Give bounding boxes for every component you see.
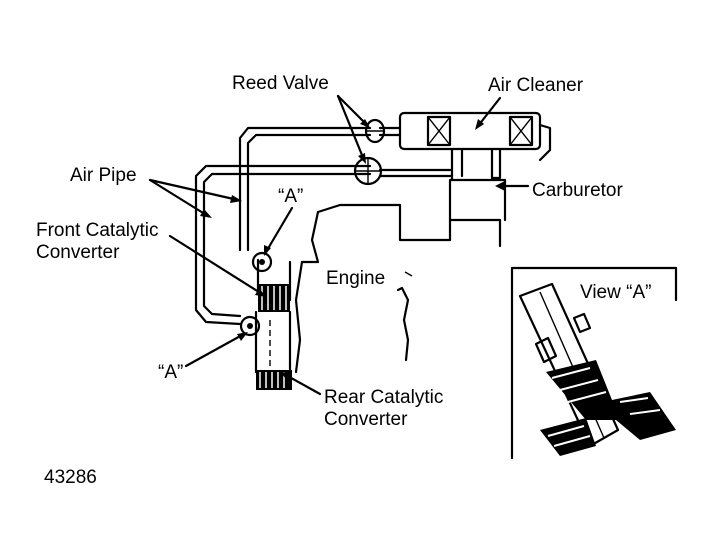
air-cleaner-assembly [398, 111, 552, 222]
rear-catalytic-label-line1: Rear Catalytic [324, 387, 443, 408]
engine-label: Engine [326, 268, 385, 289]
front-catalytic-converter [258, 284, 290, 312]
air-cleaner-label: Air Cleaner [488, 75, 584, 96]
air-pipe-label: Air Pipe [70, 165, 137, 186]
exhaust-pipe [254, 258, 292, 374]
rear-catalytic-label-line2: Converter [324, 409, 408, 430]
view-a-marker-upper: “A” [278, 186, 303, 207]
front-catalytic-label-line1: Front Catalytic [36, 220, 158, 241]
reed-valve-label: Reed Valve [232, 73, 329, 94]
figure-number: 43286 [44, 467, 97, 488]
reed-valve-upper [364, 118, 386, 144]
engine-body [294, 203, 502, 374]
view-a-marker-lower: “A” [158, 362, 183, 383]
connection-point-a-upper [251, 251, 273, 273]
front-catalytic-label-line2: Converter [36, 242, 120, 263]
carburetor-label: Carburetor [532, 180, 623, 201]
view-a-title: View “A” [580, 282, 651, 303]
reed-valve-lower [353, 156, 383, 186]
air-pipe-lines [194, 126, 454, 326]
leader-lines [148, 94, 530, 396]
connection-point-a-lower [239, 315, 261, 337]
view-a-inset [510, 266, 678, 460]
